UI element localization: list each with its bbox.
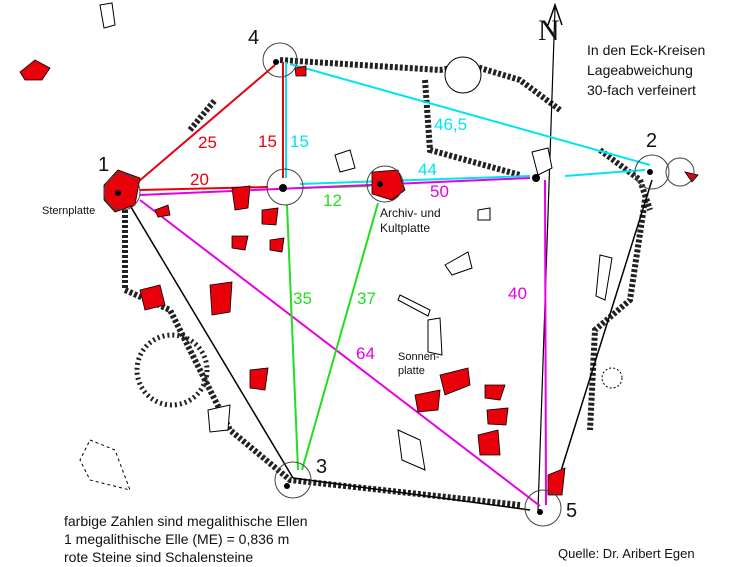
measure-64: 64 — [356, 344, 375, 363]
point-label-5: 5 — [566, 500, 578, 522]
corner-points — [115, 59, 653, 515]
measure-44: 44 — [418, 160, 437, 179]
point-label-1: 1 — [98, 154, 110, 176]
footer-line: 1 megalithische Elle (ME) = 0,836 m — [64, 531, 290, 547]
legend-note: In den Eck-Kreisen Lageabweichung 30-fac… — [587, 40, 705, 100]
label-line: Kultplatte — [380, 221, 431, 235]
label-line: Sonnen- — [398, 351, 440, 363]
outline — [121, 2, 653, 511]
north-label: N — [538, 14, 560, 47]
measure-15-cyan: 15 — [290, 132, 309, 151]
measure-12: 12 — [323, 191, 342, 210]
measure-20: 20 — [190, 170, 209, 189]
sonnenplatte-label: Sonnen- platte — [398, 350, 440, 378]
footer-notes: farbige Zahlen sind megalithische Ellen … — [64, 512, 308, 566]
label-line: Archiv- und — [380, 206, 441, 220]
measure-15-red: 15 — [258, 132, 277, 151]
legend-line: In den Eck-Kreisen — [587, 42, 706, 58]
footer-line: rote Steine sind Schalensteine — [64, 549, 254, 565]
legend-line: Lageabweichung — [587, 62, 693, 78]
measure-35: 35 — [293, 289, 312, 308]
cup-stones — [19, 59, 699, 496]
source-credit: Quelle: Dr. Aribert Egen — [558, 546, 695, 561]
footer-line: farbige Zahlen sind megalithische Ellen — [64, 513, 308, 529]
plain-stones — [79, 2, 623, 491]
measure-50: 50 — [430, 182, 449, 201]
measure-46-5: 46,5 — [434, 115, 468, 134]
point-label-2: 2 — [646, 130, 658, 152]
sternplatte-label: Sternplatte — [42, 205, 96, 217]
legend-line: 30-fach verfeinert — [587, 82, 696, 98]
point-label-4: 4 — [248, 27, 260, 49]
measurement-lines — [137, 62, 651, 507]
measure-40: 40 — [508, 284, 527, 303]
measure-37: 37 — [357, 289, 376, 308]
label-line: platte — [398, 365, 425, 377]
archiv-label: Archiv- und Kultplatte — [380, 206, 441, 236]
measure-25: 25 — [198, 133, 217, 152]
corner-circles — [103, 42, 695, 527]
point-label-3: 3 — [316, 456, 328, 478]
